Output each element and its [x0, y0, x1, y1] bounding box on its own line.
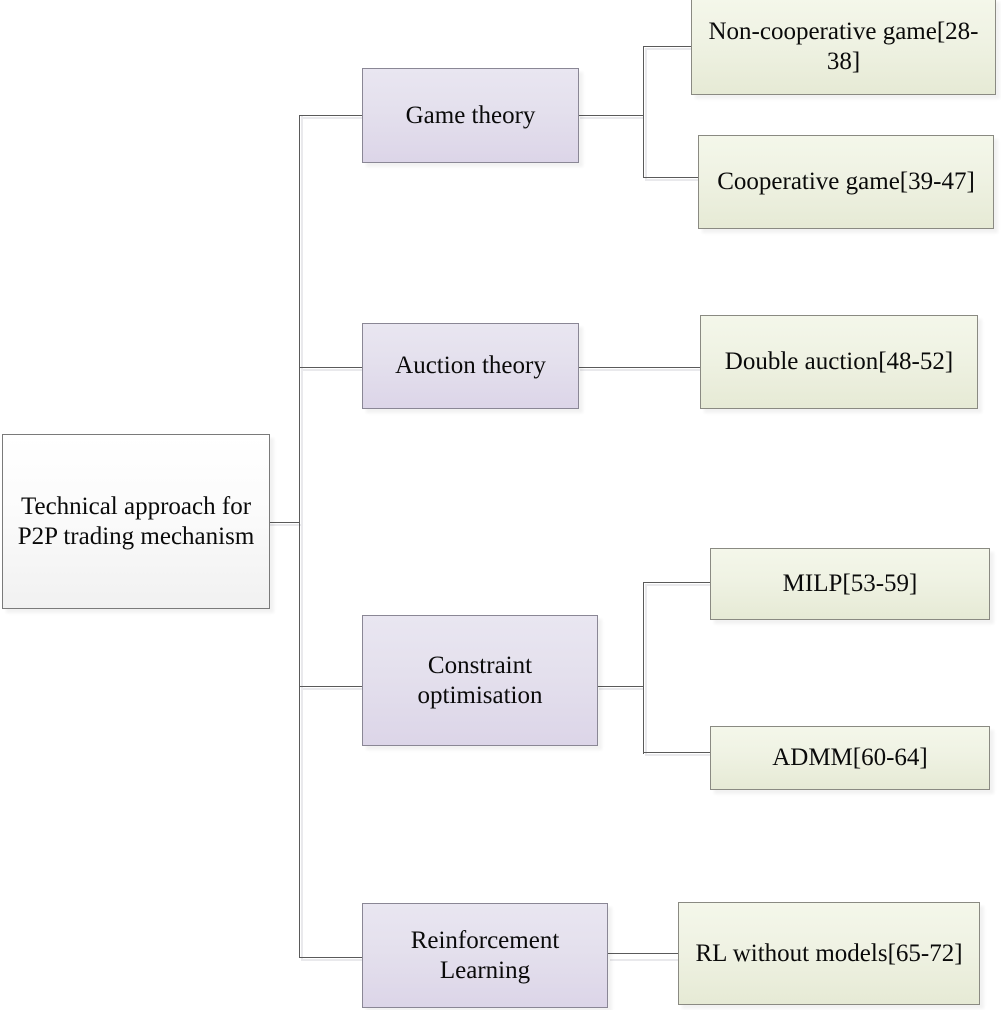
connector-ghost-bus-cooperative	[645, 179, 700, 181]
node-root-technical-approach[interactable]: Technical approach for P2P trading mecha…	[2, 434, 270, 609]
node-branch-auction-theory[interactable]: Auction theory	[362, 323, 579, 409]
connector-trunk-to-game-theory	[299, 115, 363, 116]
node-branch-game-theory-label: Game theory	[405, 101, 536, 129]
connector-ghost-trunk-auction-theory	[301, 369, 363, 371]
connector-constraint-optimisation-to-bus	[597, 686, 643, 687]
connector-bus-to-non-cooperative-game	[643, 46, 693, 47]
node-leaf-non-cooperative-game-label: Non-cooperative game[28-38]	[708, 18, 979, 75]
node-leaf-rl-without-models-label: RL without models[65-72]	[695, 939, 963, 967]
connector-ghost-bus-admm	[645, 754, 712, 756]
connector-ghost-bus-milp	[645, 584, 712, 586]
connector-ghost-trunk	[301, 116, 303, 959]
connector-main-trunk	[299, 115, 300, 958]
node-root-label: Technical approach for P2P trading mecha…	[17, 493, 255, 550]
node-leaf-double-auction[interactable]: Double auction[48-52]	[700, 315, 978, 409]
connector-game-theory-vertical-bus	[643, 46, 644, 177]
connector-trunk-to-auction-theory	[299, 367, 363, 368]
connector-bus-to-cooperative-game	[643, 177, 700, 178]
connector-ghost-trunk-constraint-optimisation	[301, 688, 363, 690]
connector-bus-to-admm	[643, 752, 712, 753]
connector-ghost-trunk-reinforcement-learning	[301, 959, 363, 961]
connector-ghost-game-theory-bus	[580, 117, 644, 119]
connector-ghost-auction-double	[580, 369, 701, 371]
connector-auction-theory-to-double-auction	[578, 367, 701, 368]
node-branch-auction-theory-label: Auction theory	[395, 352, 546, 380]
connector-ghost-game-theory-vertical	[645, 48, 647, 179]
connector-ghost-root-trunk	[270, 524, 301, 526]
connector-trunk-to-constraint-optimisation	[299, 686, 363, 687]
connector-ghost-rl-models	[610, 959, 679, 961]
node-leaf-double-auction-label: Double auction[48-52]	[724, 348, 954, 376]
node-branch-constraint-optimisation-label: Constraint optimisation	[417, 652, 543, 709]
connector-ghost-constraint-vertical	[645, 584, 647, 756]
node-branch-reinforcement-learning[interactable]: Reinforcement Learning	[362, 903, 608, 1008]
connector-ghost-bus-non-cooperative	[645, 48, 693, 50]
node-leaf-rl-without-models[interactable]: RL without models[65-72]	[678, 902, 980, 1005]
connector-trunk-to-reinforcement-learning	[299, 957, 363, 958]
node-leaf-milp-label: MILP[53-59]	[782, 570, 918, 598]
node-leaf-cooperative-game-label: Cooperative game[39-47]	[717, 168, 975, 196]
connector-root-to-trunk	[269, 522, 300, 523]
connector-reinforcement-learning-to-rl-without-models	[608, 953, 679, 954]
node-branch-game-theory[interactable]: Game theory	[362, 68, 579, 163]
connector-constraint-vertical-bus	[643, 582, 644, 754]
connector-ghost-trunk-game-theory	[301, 117, 363, 119]
node-leaf-milp[interactable]: MILP[53-59]	[710, 548, 990, 620]
connector-game-theory-to-bus	[578, 115, 643, 116]
node-leaf-admm[interactable]: ADMM[60-64]	[710, 726, 990, 790]
node-branch-reinforcement-learning-label: Reinforcement Learning	[410, 927, 560, 984]
node-leaf-non-cooperative-game[interactable]: Non-cooperative game[28-38]	[691, 0, 996, 95]
connector-ghost-constraint-bus	[599, 688, 644, 690]
node-branch-constraint-optimisation[interactable]: Constraint optimisation	[362, 615, 598, 746]
connector-bus-to-milp	[643, 582, 712, 583]
node-leaf-admm-label: ADMM[60-64]	[772, 744, 928, 772]
node-leaf-cooperative-game[interactable]: Cooperative game[39-47]	[698, 135, 994, 229]
